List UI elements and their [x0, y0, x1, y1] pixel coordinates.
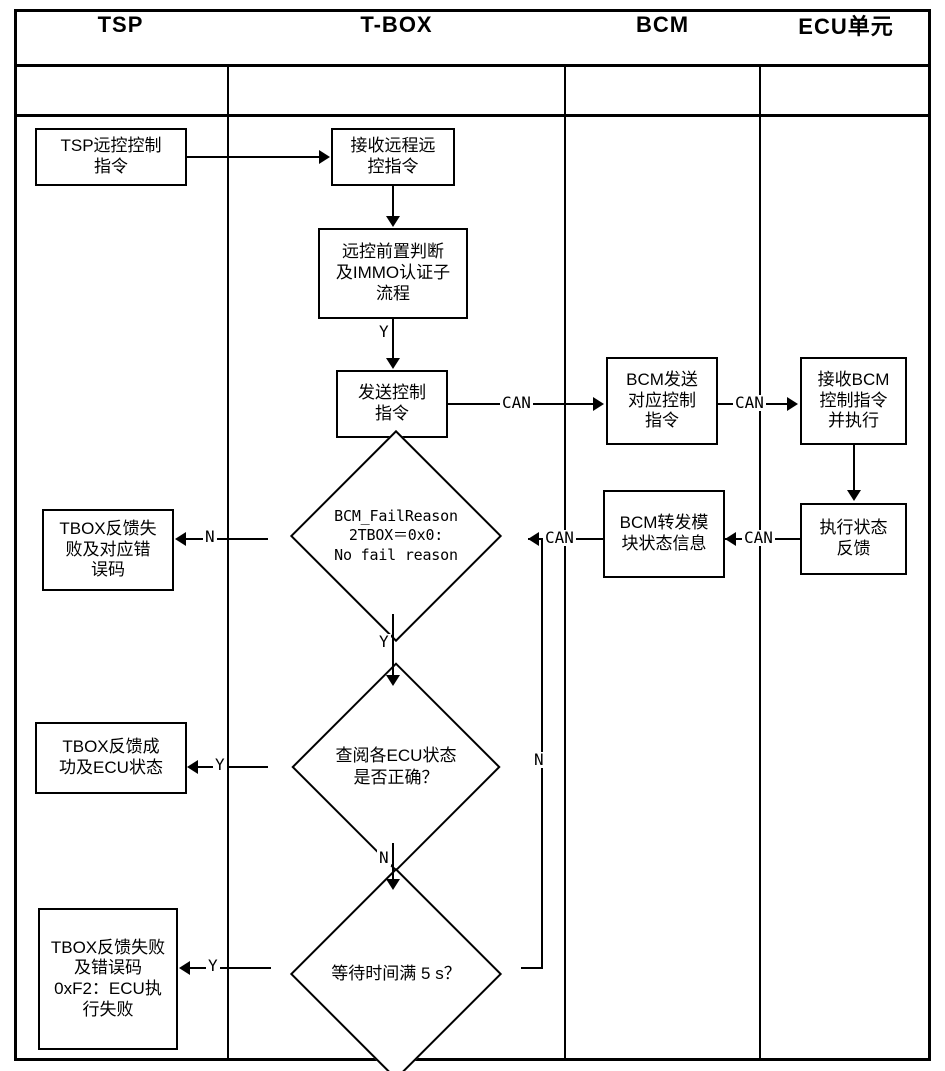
- node-tbox-fail-feedback[interactable]: TBOX反馈失 败及对应错 误码: [42, 509, 174, 591]
- edge-d2-n10-arrow: [187, 760, 198, 774]
- edge-tsp-to-tbox-line: [187, 156, 320, 158]
- edge-n2-n3-line: [392, 186, 394, 218]
- edge-label-y-n3-n4: Y: [377, 322, 391, 341]
- edge-label-y-d1-d2: Y: [377, 632, 391, 651]
- edge-d2-right-n-line: [541, 700, 543, 760]
- decision-shape: [291, 662, 501, 872]
- edge-n3-n4-arrow: [386, 358, 400, 369]
- edge-n3-n4-line: [392, 319, 394, 360]
- node-receive-remote-command[interactable]: 接收远程远 控指令: [331, 128, 455, 186]
- edge-tsp-to-tbox-arrow: [319, 150, 330, 164]
- edge-d2-d3-line: [392, 843, 394, 885]
- lane-header-band: [14, 67, 931, 117]
- edge-label-can-n4-n5: CAN: [500, 393, 533, 412]
- decision-bcm-failreason[interactable]: BCM_FailReason 2TBOX＝0x0: No fail reason: [264, 429, 528, 643]
- node-tsp-remote-command[interactable]: TSP远控控制 指令: [35, 128, 187, 186]
- edge-label-n-d2-d3: N: [377, 848, 391, 867]
- edge-n7-n8-arrow: [725, 532, 736, 546]
- edge-d3-loop-top-h: [528, 538, 543, 540]
- edge-n6-n7-arrow: [847, 490, 861, 501]
- edge-d1-d2-arrow: [386, 675, 400, 686]
- edge-label-n-d2-right: N: [532, 750, 546, 769]
- lane-header-ecu: ECU单元: [798, 14, 894, 39]
- lane-divider-tsp-tbox: [227, 67, 229, 1061]
- edge-d1-n9-line: [186, 538, 268, 540]
- edge-d1-n9-arrow: [175, 532, 186, 546]
- edge-d2-d3-arrow: [386, 879, 400, 890]
- edge-n6-n7-line: [853, 445, 855, 492]
- edge-n2-n3-arrow: [386, 216, 400, 227]
- edge-d2-n10-line: [198, 766, 268, 768]
- node-bcm-forward-status[interactable]: BCM转发模 块状态信息: [603, 490, 725, 578]
- decision-ecu-status-correct[interactable]: 查阅各ECU状态 是否正确？: [264, 662, 528, 872]
- edge-n5-n6-arrow: [787, 397, 798, 411]
- decision-shape: [289, 867, 503, 1071]
- edge-d3-n11-arrow: [179, 961, 190, 975]
- title-strip: [14, 9, 931, 67]
- lane-header-tbox: T-BOX: [360, 12, 433, 37]
- edge-n4-n5-arrow: [593, 397, 604, 411]
- node-tbox-fail-0xf2[interactable]: TBOX反馈失败 及错误码 0xF2：ECU执 行失败: [38, 908, 178, 1050]
- edge-label-y-d3-n11: Y: [206, 956, 220, 975]
- edge-d1-d2-line: [392, 614, 394, 679]
- node-tbox-success-feedback[interactable]: TBOX反馈成 功及ECU状态: [35, 722, 187, 794]
- node-pre-check-immo[interactable]: 远控前置判断 及IMMO认证子 流程: [318, 228, 468, 319]
- decision-shape: [289, 429, 503, 643]
- edge-label-n-d1-n9: N: [203, 527, 217, 546]
- edge-label-y-d2-n10: Y: [213, 755, 227, 774]
- edge-label-can-n7-n8: CAN: [742, 528, 775, 547]
- node-send-control-command[interactable]: 发送控制 指令: [336, 370, 448, 438]
- lane-header-bcm: BCM: [635, 12, 690, 37]
- edge-n8-d1-line: [562, 538, 603, 540]
- lane-header-tsp: TSP: [97, 12, 144, 37]
- lane-divider-tbox-bcm: [564, 67, 566, 1061]
- lane-divider-bcm-ecu: [759, 67, 761, 1061]
- edge-d3-n11-line: [190, 967, 271, 969]
- edge-label-can-n8-d1: CAN: [543, 528, 576, 547]
- node-execution-status-feedback[interactable]: 执行状态 反馈: [800, 503, 907, 575]
- node-ecu-receive-execute[interactable]: 接收BCM 控制指令 并执行: [800, 357, 907, 445]
- edge-label-can-n5-n6: CAN: [733, 393, 766, 412]
- decision-wait-5s[interactable]: 等待时间满 5 s？: [255, 867, 537, 1071]
- node-bcm-send-command[interactable]: BCM发送 对应控制 指令: [606, 357, 718, 445]
- edge-d3-loop-h: [521, 967, 543, 969]
